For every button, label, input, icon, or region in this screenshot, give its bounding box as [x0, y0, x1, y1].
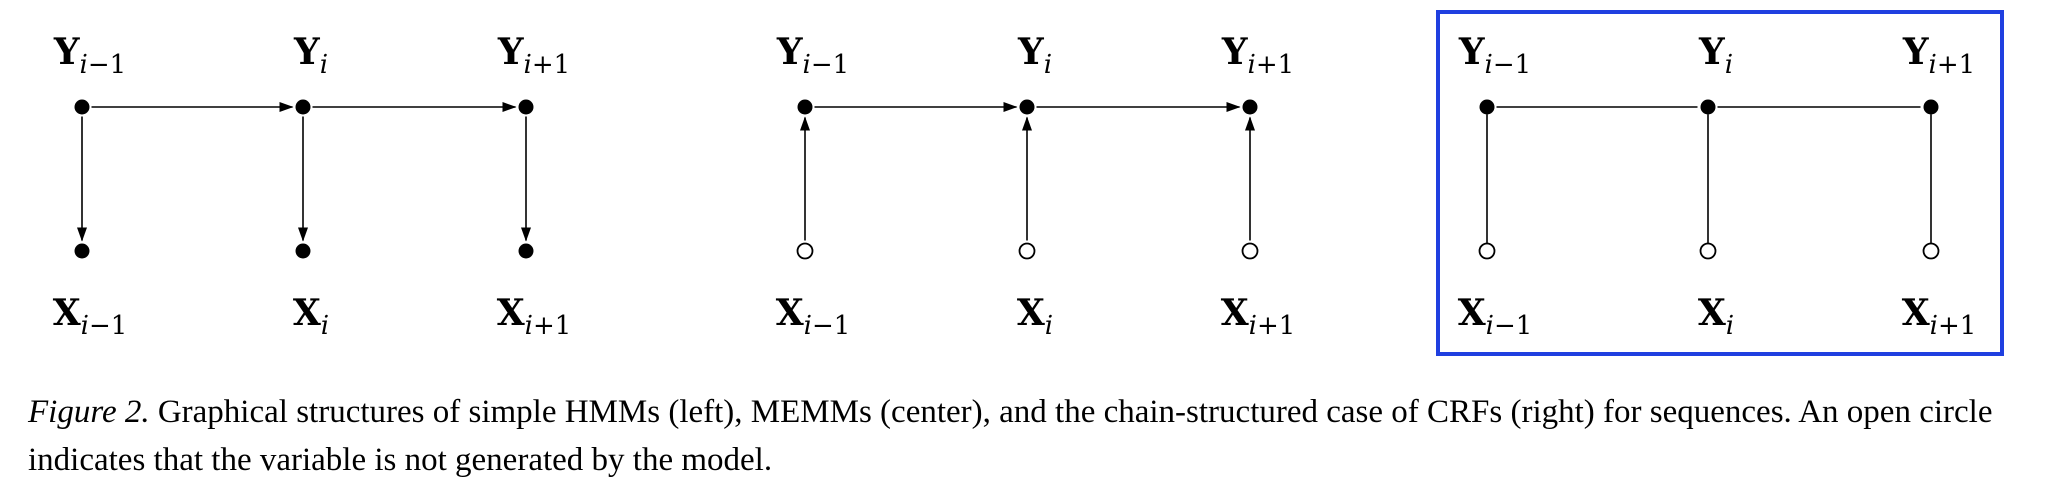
y-label: Yi−1 [1458, 31, 1531, 80]
x-label: Xi [1698, 292, 1734, 341]
y-node [1700, 99, 1716, 115]
x-label: Xi+1 [497, 292, 572, 341]
caption-text: Graphical structures of simple HMMs (lef… [28, 394, 1993, 478]
y-label: Yi [1017, 31, 1052, 80]
x-label: Xi−1 [776, 292, 851, 341]
x-node-open [1241, 242, 1259, 260]
y-node [295, 99, 311, 115]
x-label: Xi−1 [53, 292, 128, 341]
x-node [518, 243, 534, 259]
y-node [1019, 99, 1035, 115]
y-label: Yi+1 [497, 31, 570, 80]
y-label: Yi [1698, 31, 1733, 80]
x-label: Xi [293, 292, 329, 341]
x-label: Xi+1 [1221, 292, 1296, 341]
x-node-open [1018, 242, 1036, 260]
x-label: Xi [1017, 292, 1053, 341]
figure-label: Figure 2. [28, 394, 150, 430]
y-label: Yi+1 [1902, 31, 1975, 80]
y-label: Yi+1 [1221, 31, 1294, 80]
y-label: Yi [293, 31, 328, 80]
x-label: Xi+1 [1902, 292, 1977, 341]
y-node [1479, 99, 1495, 115]
y-node [1242, 99, 1258, 115]
x-node-open [1922, 242, 1940, 260]
y-node [518, 99, 534, 115]
x-node-open [1478, 242, 1496, 260]
x-node-open [796, 242, 814, 260]
y-node [797, 99, 813, 115]
y-node [74, 99, 90, 115]
y-label: Yi−1 [776, 31, 849, 80]
y-node [1923, 99, 1939, 115]
highlight-frame [1436, 10, 2004, 356]
x-node [295, 243, 311, 259]
x-label: Xi−1 [1458, 292, 1533, 341]
x-node-open [1699, 242, 1717, 260]
y-label: Yi−1 [53, 31, 126, 80]
x-node [74, 243, 90, 259]
figure-caption: Figure 2. Graphical structures of simple… [28, 388, 2038, 484]
